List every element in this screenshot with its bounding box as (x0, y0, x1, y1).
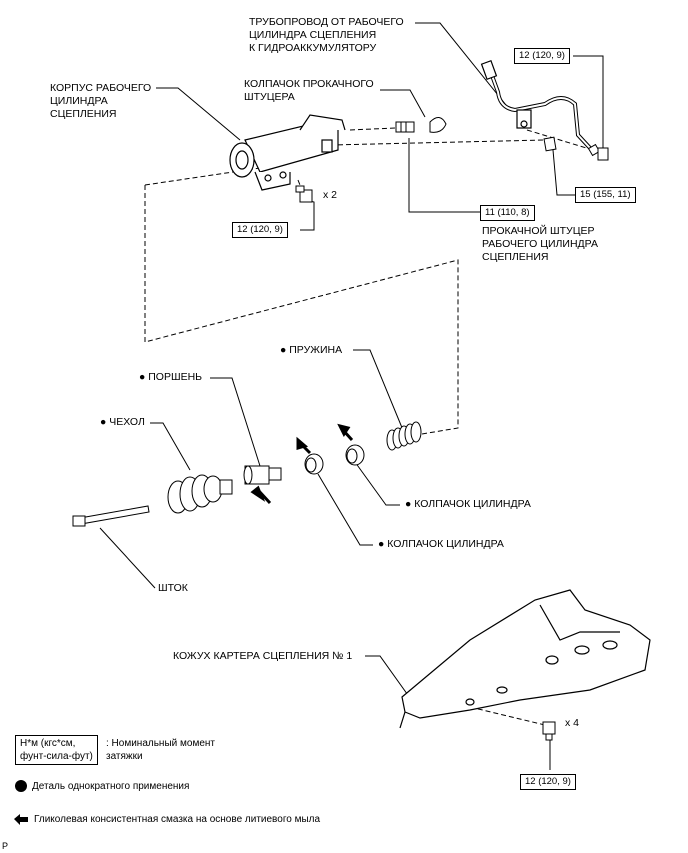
flare-nut (543, 136, 557, 152)
grease-arrow (250, 423, 354, 505)
legend-grease-text: Гликолевая консистентная смазка на основ… (34, 814, 321, 825)
cup1-leader (354, 461, 400, 506)
bleeder-cap-leader (380, 89, 426, 118)
assembly-dashed-line (526, 129, 594, 151)
housing-bolt-leader (300, 199, 315, 231)
assembly-dashed-line (349, 127, 396, 131)
housing-label: КОРПУС РАБОЧЕГО ЦИЛИНДРА СЦЕПЛЕНИЯ (50, 82, 152, 120)
piston-leader (210, 377, 261, 467)
cylinder-cup-2 (304, 453, 324, 475)
clutch-cover-part (399, 589, 651, 729)
top-bolt (587, 143, 609, 161)
piston-part (243, 465, 282, 485)
boot-part (167, 474, 233, 514)
cup2-label: ● КОЛПАЧОК ЦИЛИНДРА (378, 538, 504, 550)
torque-spec-flare: 15 (155, 11) (575, 187, 636, 203)
cup1-label: ● КОЛПАЧОК ЦИЛИНДРА (405, 498, 531, 510)
rod-leader (99, 527, 156, 589)
spring-leader (353, 349, 406, 436)
legend-torque-text: : Номинальный момент затяжки (106, 738, 215, 762)
nonreusable-icon (15, 780, 27, 792)
flare-leader (552, 149, 575, 196)
legend-nonreusable-text: Деталь однократного применения (32, 781, 190, 792)
push-rod (72, 505, 150, 527)
cover-leader (365, 655, 411, 699)
cylinder-housing (229, 114, 346, 191)
cover-bolt-qty: x 4 (565, 717, 580, 729)
cup2-leader (317, 473, 373, 546)
bleeder-plug (395, 121, 415, 133)
torque-spec-top: 12 (120, 9) (514, 48, 570, 64)
bleeder-leader (408, 138, 480, 213)
spring-part (386, 421, 422, 451)
cover-label: КОЖУХ КАРТЕРА СЦЕПЛЕНИЯ № 1 (173, 650, 353, 662)
boot-label: ● ЧЕХОЛ (100, 416, 145, 428)
housing-leader (156, 87, 241, 141)
assembly-dashed-line (144, 185, 459, 437)
torque-spec-bleeder: 11 (110, 8) (480, 205, 535, 221)
pipe-part (480, 60, 592, 150)
top-bolt-leader (573, 55, 604, 150)
boot-leader (150, 422, 191, 471)
assembly-dashed-line (329, 139, 546, 146)
housing-bolt (295, 185, 313, 203)
housing-bolt-qty: x 2 (323, 189, 338, 201)
rod-label: ШТОК (158, 582, 188, 594)
bleeder-plug-label: ПРОКАЧНОЙ ШТУЦЕР РАБОЧЕГО ЦИЛИНДРА СЦЕПЛ… (482, 225, 598, 263)
pipe-leader (415, 22, 511, 111)
torque-spec-housing-bolt: 12 (120, 9) (232, 222, 288, 238)
spring-label: ● ПРУЖИНА (280, 344, 343, 356)
legend-torque-box: Н*м (кгс*см, фунт-сила-фут) (15, 735, 98, 765)
cover-bolt (542, 721, 556, 741)
assembly-dashed-line (469, 706, 546, 726)
page-code: P (2, 841, 9, 851)
pipe-label: ТРУБОПРОВОД ОТ РАБОЧЕГО ЦИЛИНДРА СЦЕПЛЕН… (249, 16, 404, 54)
piston-label: ● ПОРШЕНЬ (139, 371, 203, 383)
bleeder-cap-label: КОЛПАЧОК ПРОКАЧНОГО ШТУЦЕРА (244, 78, 374, 103)
bleeder-cap (429, 117, 447, 133)
grease-legend-icon (14, 814, 28, 825)
cylinder-cup-1 (345, 444, 365, 466)
torque-spec-cover-bolt: 12 (120, 9) (520, 774, 576, 790)
